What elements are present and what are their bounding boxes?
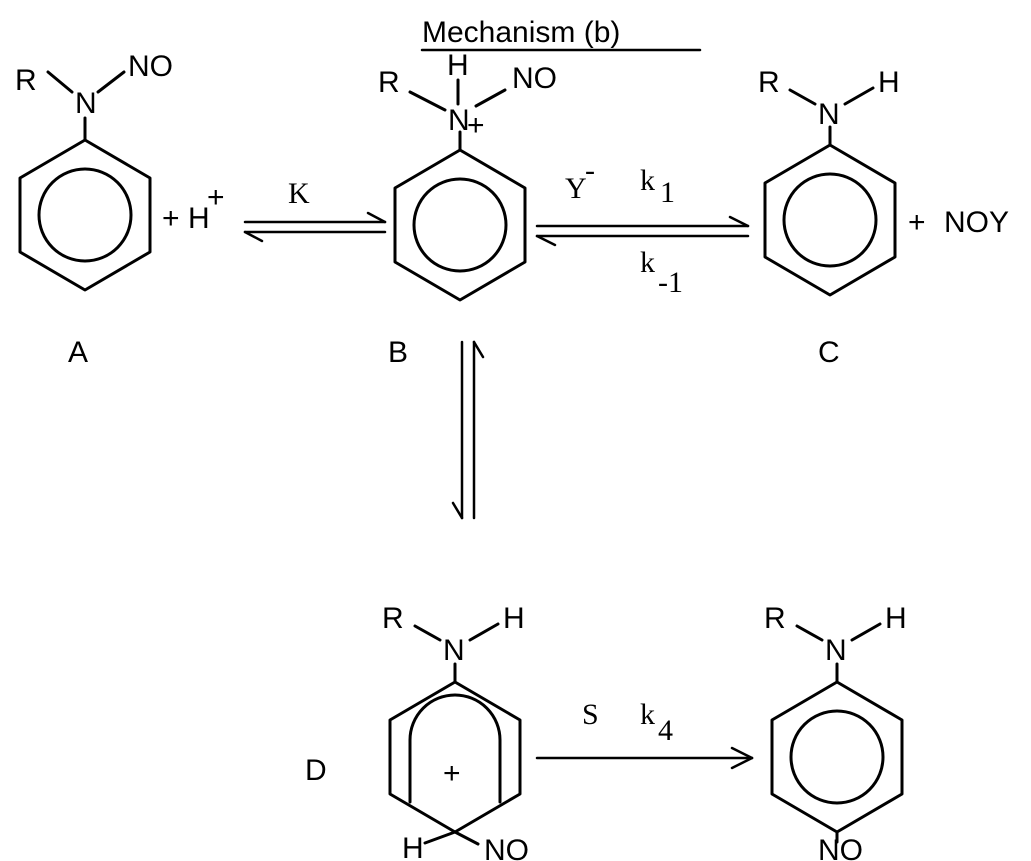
rate-k1: k [640,164,655,197]
bond-n-h-product [850,622,882,642]
atom-r-product: R [764,602,786,635]
n-plus-charge: + [467,109,485,142]
atom-n-product: N [825,634,847,667]
aromatic-circle-a [37,167,133,263]
atom-n-a: N [75,87,97,120]
atom-h-sp3-d: H [402,832,424,861]
atom-r-c: R [758,66,780,99]
bond-n-r-product [795,624,824,642]
rate-k4: k [640,698,655,731]
atom-h-d: H [503,602,525,635]
group-no-product: NO [818,834,863,861]
proton: H [188,202,210,235]
atom-n-d: N [443,634,465,667]
group-no-a: NO [128,50,173,83]
plus-sign-a: + [162,202,180,235]
bond-n-r-a [46,70,74,94]
equilibrium-arrow-ab [243,211,387,243]
label-c: C [818,336,840,369]
molecule-b: N + H R NO B [378,49,557,369]
rate-k1-subscript: 1 [660,176,675,209]
bond-c-h-d [423,830,457,845]
group-no-b: NO [512,62,557,95]
nucleophile-charge: - [585,154,595,187]
reagent-s: S [582,698,599,731]
rate-k-1-subscript: -1 [658,266,683,299]
benzene-ring-a [18,138,152,292]
benzene-ring-b [393,148,527,302]
atom-r-d: R [382,602,404,635]
plus-sign-c: + [908,206,926,239]
nitrosyl-product: NOY [944,206,1009,239]
bond-n-no-a [96,70,126,94]
label-d: D [305,754,327,787]
delocalised-arc-d [408,693,502,804]
rate-k4-subscript: 4 [658,714,673,747]
equilibrium-constant-k: K [288,177,310,210]
molecule-product: N R H NO [764,602,907,861]
bond-n-r-b [408,90,447,112]
bond-c-no-d [453,830,480,846]
bond-n-r-d [413,624,442,642]
atom-r-b: R [378,66,400,99]
molecule-a: N R NO A [15,50,173,369]
label-b: B [388,336,408,369]
atom-n-c: N [818,98,840,131]
scheme-title: Mechanism (b) [422,16,620,49]
atom-h-b: H [447,49,469,82]
atom-h-product: H [885,602,907,635]
benzene-ring-c [763,143,897,297]
proton-charge: + [207,181,225,214]
atom-h-c: H [878,66,900,99]
atom-r-a: R [15,64,37,97]
nucleophile-y: Y [565,172,587,205]
ring-plus-charge-d: + [443,757,461,790]
aromatic-circle-product [789,709,885,805]
bond-n-r-c [788,88,817,106]
atom-n-b: N [448,104,470,137]
aromatic-circle-b [412,177,508,273]
equilibrium-arrow-bd [451,340,485,520]
rate-k-1: k [640,246,655,279]
bond-n-no-b [474,88,507,108]
equilibrium-arrow-bc [535,215,750,247]
aromatic-circle-c [782,172,878,268]
bond-n-h-c [843,86,875,106]
label-a: A [68,336,88,369]
group-no-d: NO [484,834,529,861]
molecule-c: N R H C [758,66,900,369]
molecule-d: + N R H H NO D [305,602,529,861]
bond-n-h-d [468,622,500,642]
reaction-arrow-de [535,746,754,770]
